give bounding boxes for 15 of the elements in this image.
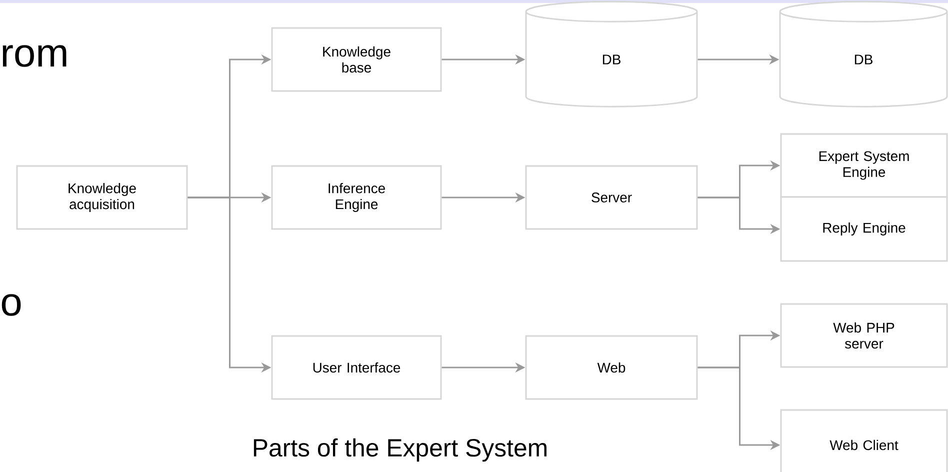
slide-text-fragment: rom (2, 45, 66, 67)
process-box: Web (525, 335, 698, 400)
process-box: Server (525, 165, 698, 230)
process-box: Web PHP server (780, 303, 948, 368)
process-box: Inference Engine (271, 165, 442, 230)
process-box: Expert System Engine (780, 133, 948, 198)
database-cylinder: DB (779, 0, 948, 108)
process-box: Reply Engine (780, 196, 948, 262)
database-cylinder: DB (525, 0, 698, 108)
slide-text-fragment: o (2, 294, 21, 316)
process-box: Knowledge acquisition (16, 165, 188, 230)
process-box: Knowledge base (271, 27, 442, 92)
process-box: Web Client (780, 409, 948, 472)
process-box: User Interface (271, 335, 442, 400)
caption: Parts of the Expert System (254, 438, 546, 462)
